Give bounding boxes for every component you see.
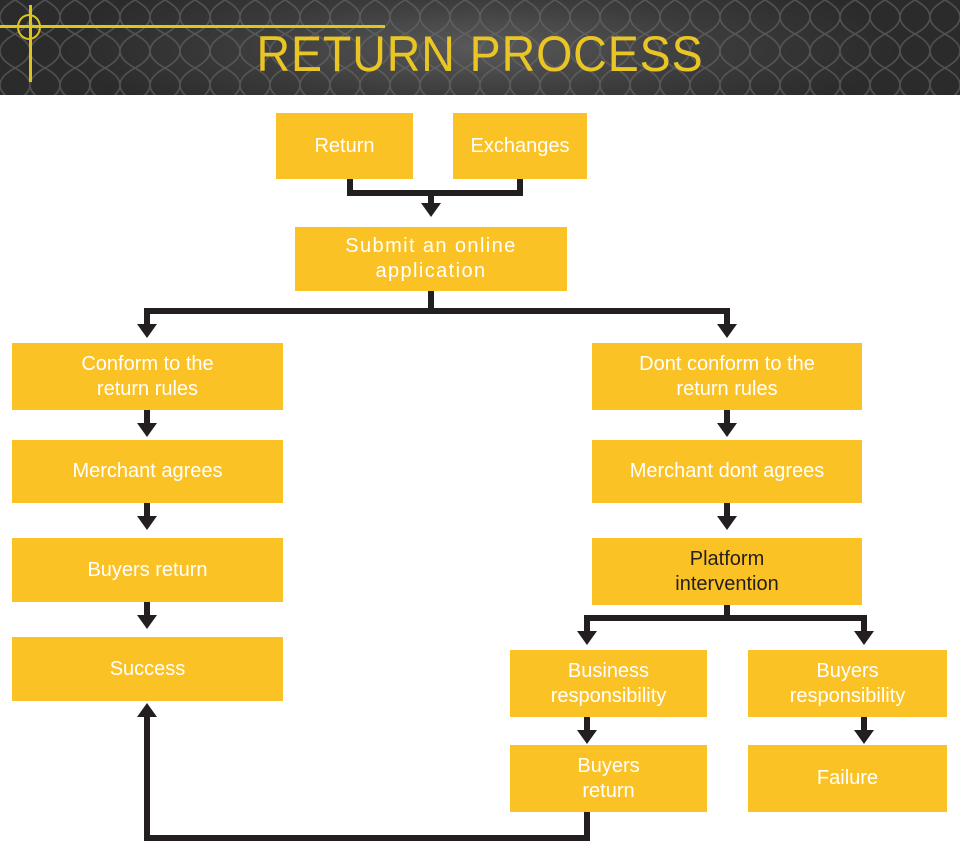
edge-split-left-down [144, 308, 150, 326]
edge-feedback-down [584, 812, 590, 841]
node-return[interactable]: Return [276, 113, 413, 179]
edge-merchant-agrees-to-buyers-return [144, 502, 150, 518]
node-submit-application[interactable]: Submit an online application [295, 227, 567, 291]
arrow-into-platform [717, 516, 737, 530]
edge-split-right-down [724, 308, 730, 326]
node-merchant-dont-agrees[interactable]: Merchant dont agrees [592, 440, 862, 503]
edge-submit-down [428, 290, 434, 314]
arrow-into-merchant-dont-agrees [717, 423, 737, 437]
edge-buyers-resp-to-failure [861, 716, 867, 732]
edge-dont-conform-to-merchant-dont-agrees [724, 409, 730, 425]
header-accent-horizontal-line [0, 25, 385, 28]
arrow-into-failure [854, 730, 874, 744]
edge-feedback-up [144, 716, 150, 841]
arrow-into-submit [421, 203, 441, 217]
edge-exchanges-down [517, 178, 523, 196]
node-merchant-agrees[interactable]: Merchant agrees [12, 440, 283, 503]
edge-merge-to-submit [428, 190, 434, 205]
arrow-into-buyers-responsibility [854, 631, 874, 645]
node-buyers-responsibility[interactable]: Buyers responsibility [748, 650, 947, 717]
edge-return-down [347, 178, 353, 196]
edge-buyers-return-to-success [144, 601, 150, 617]
header-accent-vertical-line [29, 5, 32, 82]
node-failure[interactable]: Failure [748, 745, 947, 812]
node-conform-to-return-rules[interactable]: Conform to the return rules [12, 343, 283, 410]
arrow-into-success [137, 615, 157, 629]
arrow-into-success-feedback [137, 703, 157, 717]
edge-platform-split-right-down [861, 615, 867, 633]
arrow-into-merchant-agrees [137, 423, 157, 437]
header-accent-circle-icon [17, 14, 41, 40]
arrow-into-conform [137, 324, 157, 338]
node-success[interactable]: Success [12, 637, 283, 701]
arrow-into-dont-conform [717, 324, 737, 338]
edge-conform-to-merchant-agrees [144, 409, 150, 425]
node-platform-intervention[interactable]: Platform intervention [592, 538, 862, 605]
edge-merge-bar-top [347, 190, 523, 196]
edge-business-resp-to-buyers-return [584, 716, 590, 732]
node-buyers-return-right[interactable]: Buyers return [510, 745, 707, 812]
node-exchanges[interactable]: Exchanges [453, 113, 587, 179]
node-business-responsibility[interactable]: Business responsibility [510, 650, 707, 717]
node-dont-conform-to-return-rules[interactable]: Dont conform to the return rules [592, 343, 862, 410]
header-mesh-pattern [0, 0, 960, 95]
node-buyers-return-left[interactable]: Buyers return [12, 538, 283, 602]
arrow-into-business-responsibility [577, 631, 597, 645]
edge-platform-split-bar [584, 615, 867, 621]
edge-split-bar [144, 308, 730, 314]
edge-platform-split-left-down [584, 615, 590, 633]
edge-feedback-bottom-bar [144, 835, 590, 841]
edge-platform-down [724, 604, 730, 621]
page-title: RETURN PROCESS [256, 26, 704, 82]
arrow-into-buyers-return-right [577, 730, 597, 744]
edge-merchant-dont-agrees-to-platform [724, 502, 730, 518]
header-band: RETURN PROCESS [0, 0, 960, 95]
arrow-into-buyers-return-left [137, 516, 157, 530]
